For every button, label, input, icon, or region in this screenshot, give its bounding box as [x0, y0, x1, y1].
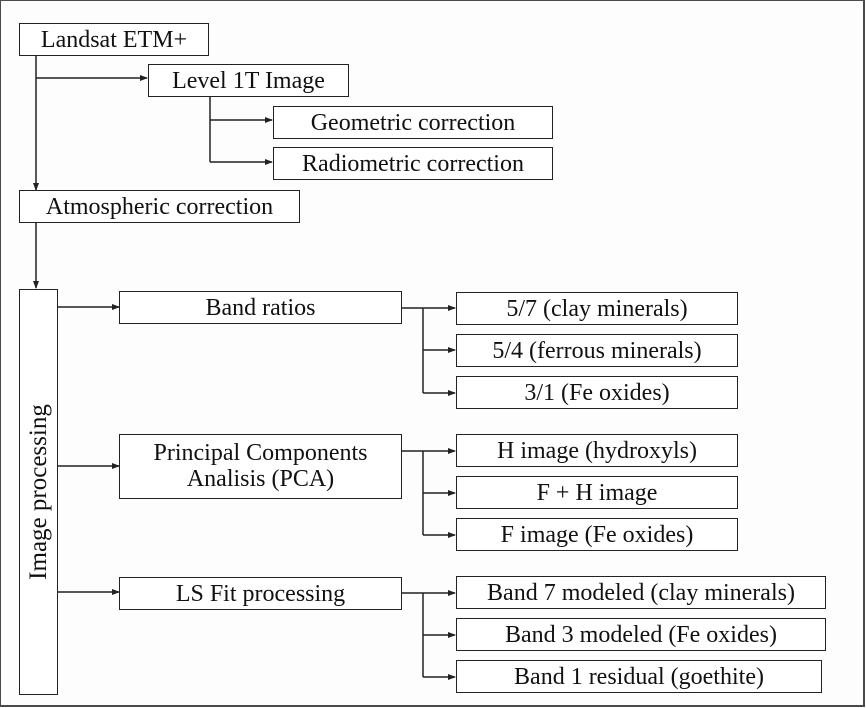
node-radiometric-correction: Radiometric correction [273, 147, 553, 180]
image-processing-label: Image processing [24, 404, 52, 580]
node-fh-image: F + H image [456, 476, 738, 509]
node-pca: Principal Components Analisis (PCA) [119, 434, 402, 499]
node-band7-modeled: Band 7 modeled (clay minerals) [456, 576, 826, 609]
node-band-ratios: Band ratios [119, 291, 402, 324]
node-atmospheric-correction: Atmospheric correction [19, 190, 300, 223]
pca-label-line1: Principal Components [153, 439, 368, 466]
node-geometric-correction: Geometric correction [273, 106, 553, 139]
node-ratio-5-4: 5/4 (ferrous minerals) [456, 334, 738, 367]
node-band3-modeled: Band 3 modeled (Fe oxides) [456, 618, 826, 651]
node-ratio-3-1: 3/1 (Fe oxides) [456, 376, 738, 409]
node-image-processing: Image processing [19, 289, 58, 695]
node-band1-residual: Band 1 residual (goethite) [456, 660, 822, 693]
node-ratio-5-7: 5/7 (clay minerals) [456, 292, 738, 325]
pca-label-line2: Analisis (PCA) [186, 465, 335, 492]
node-ls-fit-processing: LS Fit processing [119, 577, 402, 610]
node-level-1t-image: Level 1T Image [148, 64, 349, 97]
node-landsat-etm: Landsat ETM+ [19, 23, 209, 56]
node-f-image: F image (Fe oxides) [456, 518, 738, 551]
node-h-image: H image (hydroxyls) [456, 434, 738, 467]
